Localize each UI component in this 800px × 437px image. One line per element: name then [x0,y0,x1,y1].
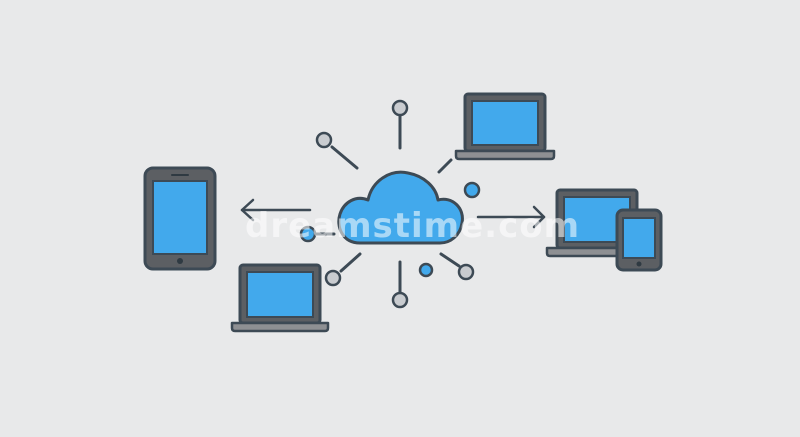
arrow-left-icon [240,198,312,222]
node-top-right [463,181,481,199]
spoke-bottom-left [339,252,362,273]
cloud-icon [337,170,464,245]
connector-nodes [299,99,481,309]
laptop-with-phone-icon [545,188,663,272]
node-bottom [391,291,409,309]
node-bottom-left [324,269,342,287]
node-left [299,225,317,243]
node-bottom-right [457,263,475,281]
node-top-left [315,131,333,149]
spoke-bottom-right [439,252,461,268]
laptop-icon [454,92,556,161]
tablet-icon [143,166,217,271]
laptop-icon [230,263,330,333]
connector-lines [314,114,461,294]
phone-icon [615,208,663,272]
spoke-top-left [330,145,359,170]
spoke-top-right [437,158,453,174]
node-bottom-center [418,262,434,278]
node-top [391,99,409,117]
arrow-right-icon [476,205,546,229]
